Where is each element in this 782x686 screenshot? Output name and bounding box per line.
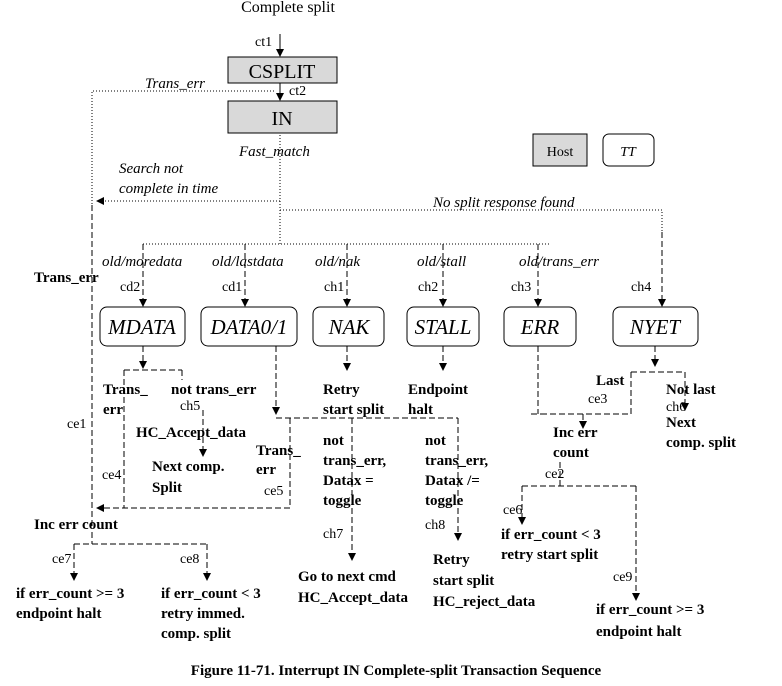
svg-text:trans_err,: trans_err, [323, 453, 386, 469]
svg-text:if err_count < 3: if err_count < 3 [501, 527, 601, 543]
svg-text:ct1: ct1 [255, 35, 272, 50]
svg-text:ce3: ce3 [588, 392, 607, 407]
svg-text:endpoint halt: endpoint halt [596, 624, 681, 640]
svg-text:Last: Last [596, 373, 624, 389]
svg-text:Datax /=: Datax /= [425, 473, 480, 489]
svg-text:trans_err,: trans_err, [425, 453, 488, 469]
svg-text:ce2: ce2 [545, 467, 564, 482]
svg-text:err: err [256, 462, 276, 478]
svg-text:Datax =: Datax = [323, 473, 374, 489]
svg-text:toggle: toggle [323, 493, 362, 509]
svg-text:NAK: NAK [328, 315, 371, 339]
svg-text:ch8: ch8 [425, 518, 445, 533]
svg-text:Trans_: Trans_ [256, 443, 301, 459]
svg-text:ct2: ct2 [289, 84, 306, 99]
svg-text:toggle: toggle [425, 493, 464, 509]
svg-text:ch1: ch1 [324, 280, 344, 295]
svg-text:HC_Accept_data: HC_Accept_data [298, 590, 408, 606]
labels: Complete split ct1 ct2 Trans_err Fast_ma… [16, 0, 736, 679]
in-label: IN [271, 108, 292, 130]
svg-text:retry start split: retry start split [501, 547, 598, 563]
svg-text:if err_count < 3: if err_count < 3 [161, 586, 261, 602]
svg-text:NYET: NYET [629, 315, 682, 339]
state-err: ERR [503, 306, 577, 347]
svg-text:Inc err count: Inc err count [34, 517, 118, 533]
svg-text:err: err [103, 402, 123, 418]
svg-text:ce6: ce6 [503, 503, 522, 518]
state-nak: NAK [312, 306, 385, 347]
svg-text:DATA0/1: DATA0/1 [210, 315, 288, 339]
svg-text:Next: Next [666, 415, 696, 431]
svg-text:Trans_err: Trans_err [145, 76, 205, 92]
svg-text:cd2: cd2 [120, 280, 140, 295]
svg-text:retry immed.: retry immed. [161, 606, 245, 622]
svg-text:ce5: ce5 [264, 484, 283, 499]
svg-text:ERR: ERR [520, 315, 560, 339]
svg-text:ce7: ce7 [52, 552, 71, 567]
svg-text:ce4: ce4 [102, 468, 121, 483]
svg-text:not: not [425, 433, 446, 449]
svg-text:if err_count >= 3: if err_count >= 3 [16, 586, 124, 602]
diagram-title: Complete split [241, 0, 335, 16]
svg-text:ce8: ce8 [180, 552, 199, 567]
svg-text:not: not [323, 433, 344, 449]
svg-text:ch3: ch3 [511, 280, 531, 295]
svg-text:Inc err: Inc err [553, 425, 598, 441]
state-mdata: MDATA [99, 306, 186, 347]
svg-text:MDATA: MDATA [107, 315, 176, 339]
legend-host: Host [532, 133, 588, 167]
box-in: IN [227, 100, 338, 134]
svg-text:complete in time: complete in time [119, 181, 218, 197]
tt-label: TT [620, 145, 637, 160]
svg-text:Split: Split [152, 480, 182, 496]
csplit-label: CSPLIT [249, 61, 316, 83]
svg-text:old/stall: old/stall [417, 254, 466, 270]
svg-text:Go to next cmd: Go to next cmd [298, 569, 397, 585]
svg-text:ce1: ce1 [67, 417, 86, 432]
svg-text:not trans_err: not trans_err [171, 382, 257, 398]
svg-text:Search not: Search not [119, 161, 184, 177]
svg-text:Trans_err: Trans_err [34, 270, 99, 286]
legend-tt: TT [602, 133, 655, 167]
svg-text:old/moredata: old/moredata [102, 254, 182, 270]
svg-text:ce9: ce9 [613, 570, 632, 585]
svg-text:old/trans_err: old/trans_err [519, 254, 599, 270]
svg-text:Next comp.: Next comp. [152, 459, 225, 475]
svg-text:old/nak: old/nak [315, 254, 360, 270]
svg-text:HC_Accept_data: HC_Accept_data [136, 425, 246, 441]
svg-text:start split: start split [433, 573, 494, 589]
svg-text:Not last: Not last [666, 382, 716, 398]
svg-text:if err_count >= 3: if err_count >= 3 [596, 602, 704, 618]
state-nyet: NYET [612, 306, 699, 347]
svg-text:start split: start split [323, 402, 384, 418]
svg-text:ch6: ch6 [666, 400, 686, 415]
figure-caption: Figure 11-71. Interrupt IN Complete-spli… [191, 663, 602, 679]
svg-text:ch2: ch2 [418, 280, 438, 295]
svg-text:count: count [553, 445, 589, 461]
state-stall: STALL [406, 306, 480, 347]
svg-text:endpoint halt: endpoint halt [16, 606, 101, 622]
svg-text:Retry: Retry [323, 382, 360, 398]
svg-text:old/lastdata: old/lastdata [212, 254, 284, 270]
svg-text:No split response found: No split response found [432, 195, 575, 211]
svg-text:Retry: Retry [433, 552, 470, 568]
svg-text:comp. split: comp. split [666, 435, 736, 451]
svg-text:ch7: ch7 [323, 527, 343, 542]
box-csplit: CSPLIT [227, 56, 338, 84]
svg-text:Trans_: Trans_ [103, 382, 148, 398]
svg-text:Fast_match: Fast_match [238, 144, 310, 160]
svg-text:cd1: cd1 [222, 280, 242, 295]
svg-text:Endpoint: Endpoint [408, 382, 468, 398]
svg-text:ch4: ch4 [631, 280, 651, 295]
host-label: Host [547, 145, 574, 160]
svg-text:ch5: ch5 [180, 399, 200, 414]
svg-text:halt: halt [408, 402, 433, 418]
svg-text:HC_reject_data: HC_reject_data [433, 594, 536, 610]
connectors [70, 34, 689, 601]
state-data01: DATA0/1 [200, 306, 298, 347]
svg-text:comp. split: comp. split [161, 626, 231, 642]
svg-text:STALL: STALL [415, 315, 472, 339]
